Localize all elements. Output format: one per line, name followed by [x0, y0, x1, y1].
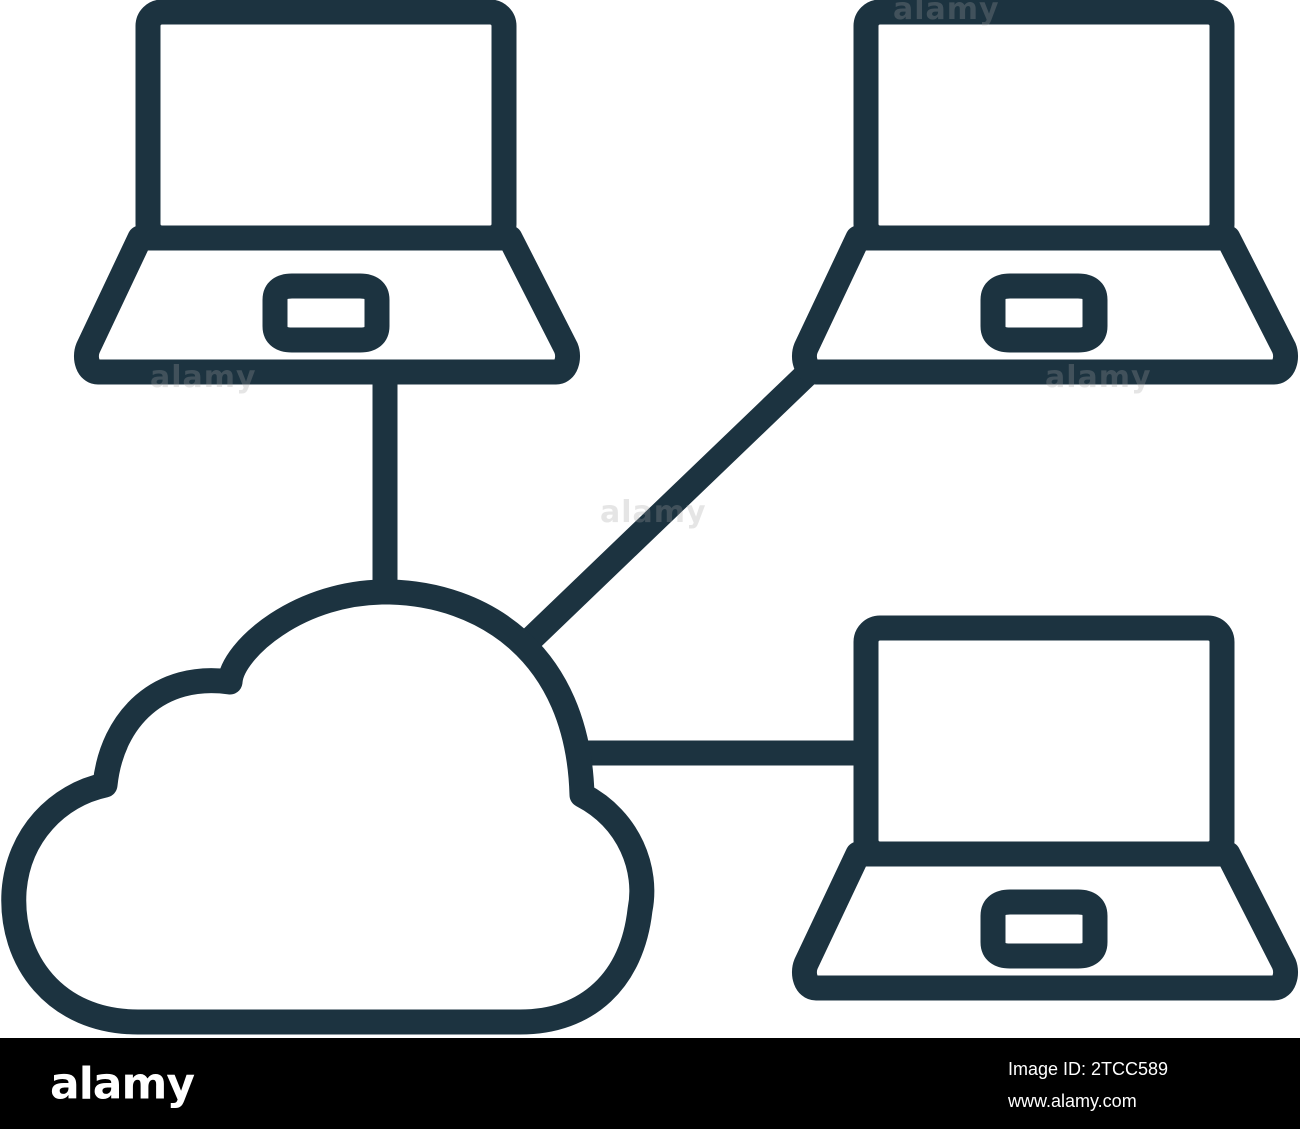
- link-cloud-to-laptop-top-right: [517, 362, 819, 653]
- image-id-label: Image ID: 2TCC589: [1008, 1059, 1169, 1079]
- cloud-icon: [1, 579, 655, 1035]
- laptop-icon: [792, 0, 1298, 385]
- site-url-label: www.alamy.com: [1008, 1091, 1137, 1111]
- laptop-icon: [792, 615, 1298, 1001]
- alamy-logo: alamy: [50, 1058, 195, 1109]
- watermark-banner: alamy Image ID: 2TCC589 www.alamy.com: [0, 1038, 1300, 1129]
- laptop-icon: [74, 0, 580, 385]
- cloud-network-diagram: [1, 0, 1298, 1035]
